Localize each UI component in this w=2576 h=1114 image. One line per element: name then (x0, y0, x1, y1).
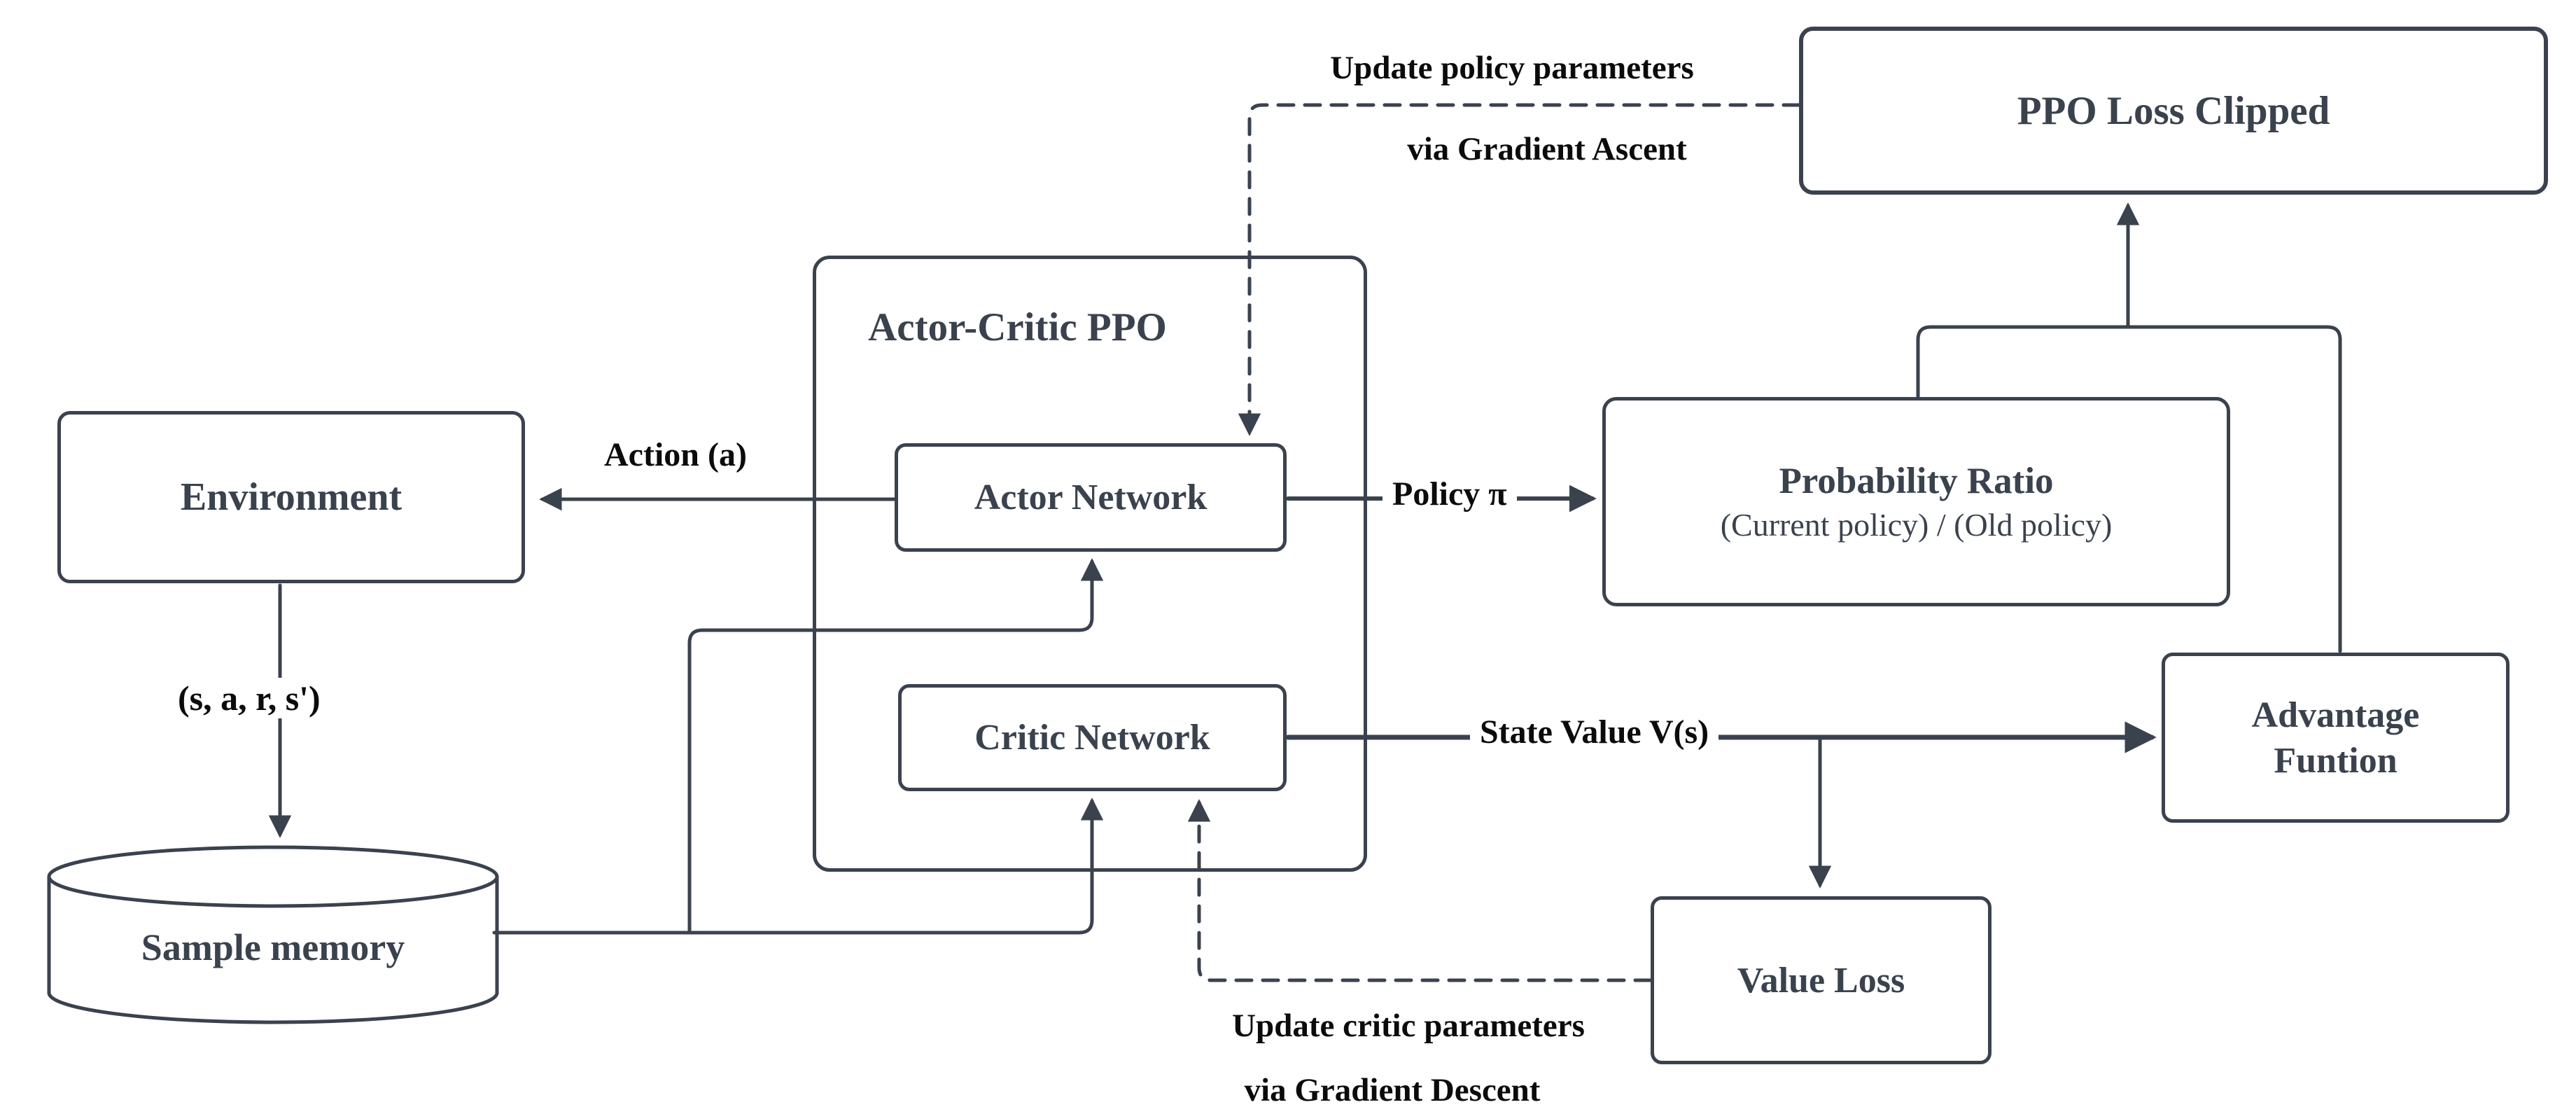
sample-memory-cylinder-shape (47, 845, 499, 1024)
actor-network-box: Actor Network (895, 443, 1287, 552)
edge-update-policy (1238, 103, 1801, 436)
update-policy-label-line2: via Gradient Ascent (1407, 131, 1687, 167)
edge-memory-to-actor (687, 558, 1104, 935)
ppo-loss-label: PPO Loss Clipped (2017, 88, 2330, 133)
actor-network-label: Actor Network (974, 478, 1208, 517)
actor-critic-ppo-title: Actor-Critic PPO (868, 305, 1167, 349)
transition-edge-label: (s, a, r, s') (168, 678, 330, 718)
critic-network-box: Critic Network (898, 684, 1287, 791)
environment-label: Environment (180, 475, 402, 519)
advantage-function-label-line2: Funtion (2274, 740, 2398, 781)
edge-memory-to-critic (492, 798, 1104, 935)
ppo-loss-box: PPO Loss Clipped (1799, 27, 2548, 195)
value-loss-box: Value Loss (1651, 896, 1991, 1064)
probability-ratio-label: Probability Ratio (1779, 461, 2054, 501)
critic-network-label: Critic Network (974, 718, 1210, 758)
value-loss-label: Value Loss (1737, 960, 1905, 1001)
advantage-function-box: Advantage Funtion (2162, 653, 2510, 823)
update-critic-label-line2: via Gradient Descent (1244, 1072, 1541, 1108)
action-edge-label: Action (a) (604, 436, 747, 473)
policy-edge-label: Policy π (1382, 475, 1517, 513)
update-policy-label-line1: Update policy parameters (1330, 50, 1694, 86)
update-critic-label-line1: Update critic parameters (1232, 1008, 1585, 1044)
sample-memory-label: Sample memory (141, 926, 405, 968)
edge-update-critic (1187, 799, 1653, 982)
environment-box: Environment (57, 411, 525, 583)
probability-ratio-sublabel: (Current policy) / (Old policy) (1720, 507, 2113, 543)
advantage-function-label-line1: Advantage (2251, 695, 2420, 735)
state-value-edge-label: State Value V(s) (1470, 713, 1719, 751)
probability-ratio-box: Probability Ratio (Current policy) / (Ol… (1602, 397, 2230, 606)
